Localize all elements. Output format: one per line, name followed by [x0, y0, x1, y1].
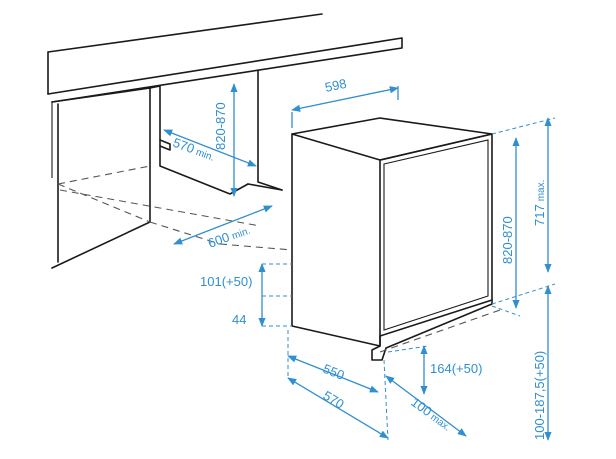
- label-door-height: 164(+50): [430, 361, 482, 376]
- label-appliance-height: 820-870: [500, 216, 515, 264]
- floor-guides: [219, 117, 556, 353]
- worktop: [47, 13, 403, 178]
- label-cabinet-height: 820-870: [213, 102, 228, 150]
- dimension-labels: 598 820-870 570min. 600min. 101(+50) 44 …: [171, 76, 547, 440]
- dimension-lines: [163, 83, 552, 441]
- label-max-height: 717max.: [532, 180, 547, 226]
- label-total-depth: 570: [320, 388, 346, 412]
- label-plinth-top: 101(+50): [200, 274, 252, 289]
- label-width-top: 598: [324, 76, 348, 95]
- label-recess-depth: 570min.: [171, 135, 217, 164]
- label-foot-range: 100-187,5(+50): [532, 351, 547, 440]
- label-recess-width: 600min.: [206, 222, 252, 251]
- label-clearance: 100max.: [408, 394, 454, 433]
- label-plinth-gap: 44: [232, 312, 246, 327]
- label-appliance-depth: 550: [321, 361, 347, 383]
